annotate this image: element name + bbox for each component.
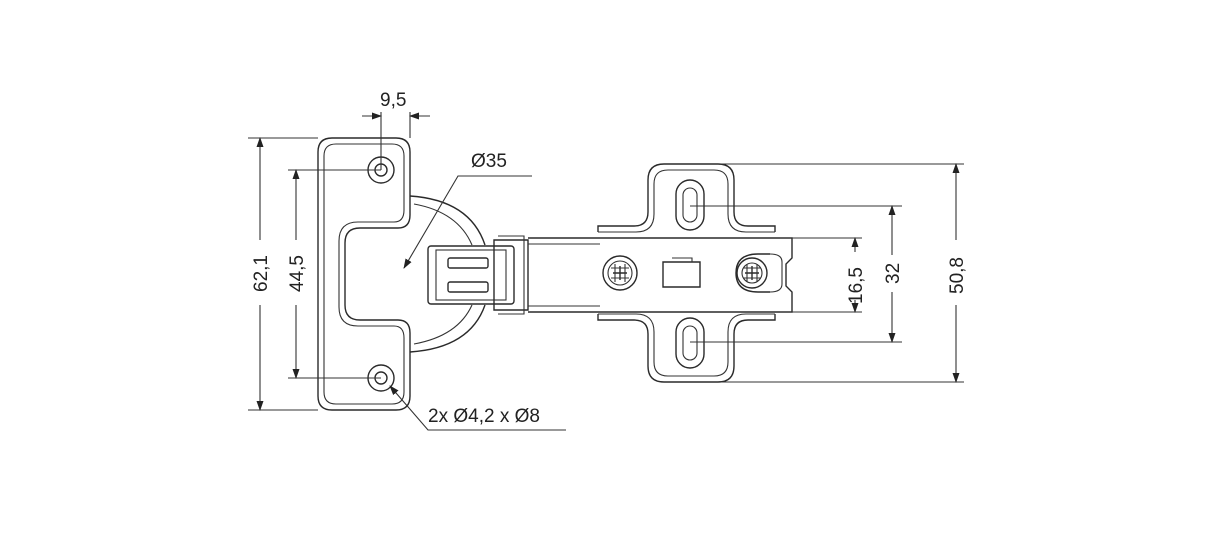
dimension-overall-height: 62,1 xyxy=(248,137,318,411)
dimension-arm-width: 16,5 xyxy=(780,237,867,313)
slot-spacing-label: 32 xyxy=(883,263,904,284)
dimension-screw-holes: 2x Ø4,2 x Ø8 xyxy=(389,385,566,431)
plate-height-label: 50,8 xyxy=(947,257,968,294)
arm-width-label: 16,5 xyxy=(846,267,867,304)
hole-offset-label: 9,5 xyxy=(380,90,406,111)
mounting-plate xyxy=(597,163,776,383)
dimension-hole-offset: 9,5 xyxy=(362,90,430,170)
dimension-cup-diameter: Ø35 xyxy=(403,151,532,269)
dimension-plate-height: 50,8 xyxy=(720,163,968,383)
overall-height-label: 62,1 xyxy=(251,255,272,292)
screw-holes-label: 2x Ø4,2 x Ø8 xyxy=(428,406,540,427)
dimension-slot-spacing: 32 xyxy=(690,205,904,343)
hole-spacing-label: 44,5 xyxy=(287,255,308,292)
hinge-cup xyxy=(409,195,486,353)
cup-plate xyxy=(317,137,411,411)
hinge-arm xyxy=(427,235,793,315)
cup-diameter-label: Ø35 xyxy=(471,151,507,172)
dimension-hole-spacing: 44,5 xyxy=(287,169,381,379)
